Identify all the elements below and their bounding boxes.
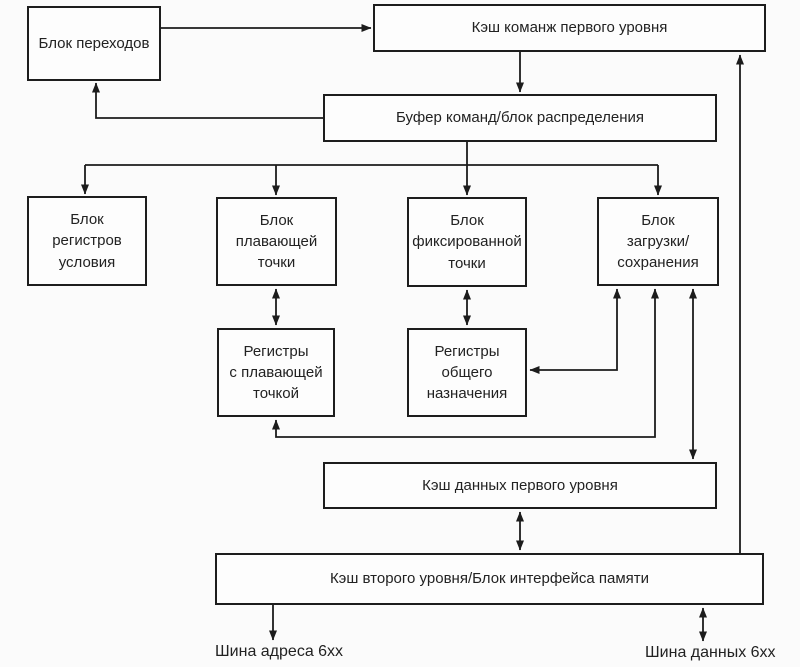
general-purpose-registers-box: Регистры общего назначения	[407, 328, 527, 417]
conn-lsu-gpr	[529, 288, 621, 374]
load-store-unit-box: Блок загрузки/ сохранения	[597, 197, 719, 286]
branch-unit-box: Блок переходов	[27, 6, 161, 81]
l1-instruction-cache-box: Кэш команж первого уровня	[373, 4, 766, 52]
floating-point-unit-label: Блок плавающей точки	[235, 211, 318, 272]
l1-instruction-cache-label: Кэш команж первого уровня	[471, 19, 668, 37]
condition-register-unit-label: Блок регистров условия	[52, 211, 122, 271]
fixed-point-unit-label: Блок фиксированной точки	[412, 212, 522, 272]
floating-point-registers-box: Регистры с плавающей точкой	[217, 328, 335, 417]
branch-unit-label: Блок переходов	[38, 34, 150, 52]
load-store-unit-label: Блок загрузки/ сохранения	[617, 211, 699, 272]
l1-data-cache-box: Кэш данных первого уровня	[323, 462, 717, 509]
instruction-buffer-label: Буфер команд/блок распределения	[395, 109, 645, 127]
floating-point-unit-box: Блок плавающей точки	[216, 197, 337, 286]
l2-cache-memory-interface-box: Кэш второго уровня/Блок интерфейса памят…	[215, 553, 764, 605]
data-bus-label: Шина данных 6xx	[645, 644, 776, 661]
instruction-buffer-box: Буфер команд/блок распределения	[323, 94, 717, 142]
condition-register-unit-box: Блок регистров условия	[27, 196, 147, 286]
general-purpose-registers-label: Регистры общего назначения	[426, 342, 508, 403]
floating-point-registers-label: Регистры с плавающей точкой	[229, 342, 323, 403]
address-bus-label: Шина адреса 6xx	[215, 643, 344, 660]
l2-cache-memory-interface-label: Кэш второго уровня/Блок интерфейса памят…	[329, 570, 650, 588]
l1-data-cache-label: Кэш данных первого уровня	[422, 476, 618, 494]
conn-buffer-to-branch	[92, 82, 323, 119]
fixed-point-unit-box: Блок фиксированной точки	[407, 197, 527, 287]
conn-lsu-fpregs	[272, 288, 659, 438]
